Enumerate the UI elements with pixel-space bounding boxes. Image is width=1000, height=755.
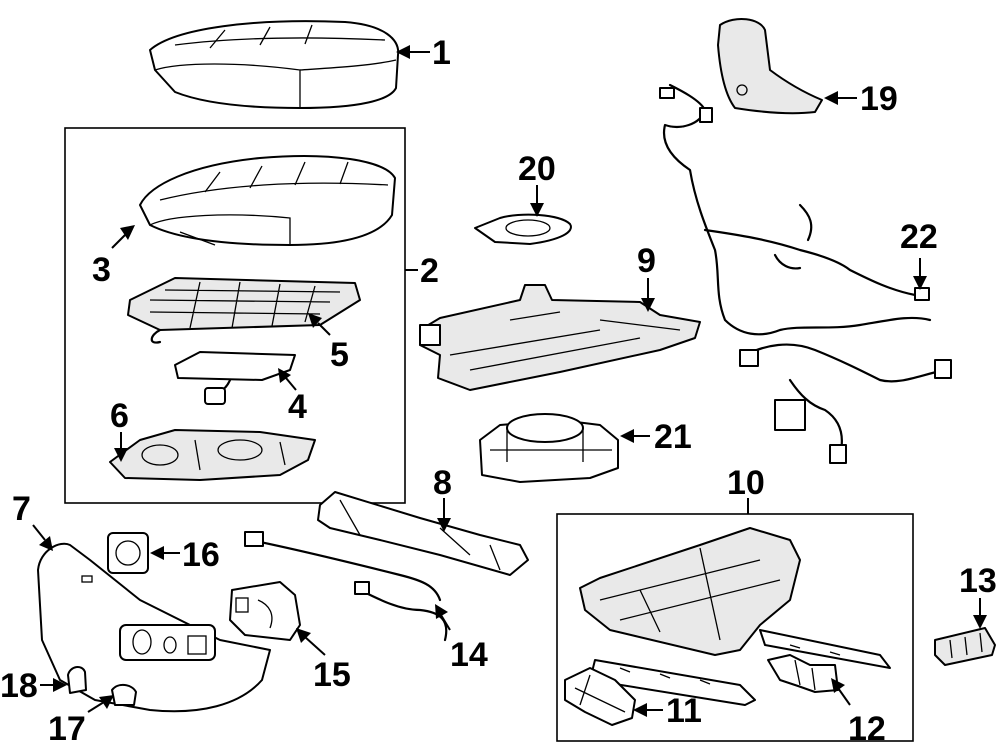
callout-9: 9 (637, 242, 656, 280)
callout-4: 4 (288, 388, 307, 426)
leader-lines (32, 45, 987, 717)
callout-5: 5 (330, 336, 349, 374)
part-22-wiring-harness (659, 83, 952, 464)
part-6-seat-pan (109, 429, 316, 481)
callout-14: 14 (450, 636, 488, 674)
callout-labels: 1 2 3 4 5 6 7 8 9 10 11 12 13 14 15 16 1… (0, 34, 997, 748)
part-13-switch (934, 627, 996, 666)
part-5-sensor-mat (127, 277, 361, 344)
callout-8: 8 (433, 464, 452, 502)
assembly-box-2 (64, 127, 406, 504)
callout-6: 6 (110, 397, 129, 435)
assembly-box-10 (556, 513, 914, 742)
callout-16: 16 (182, 536, 220, 574)
callout-20: 20 (518, 150, 556, 188)
part-11-motor (564, 667, 636, 726)
part-15-switch-assembly (229, 581, 301, 641)
part-18-knob (67, 666, 87, 694)
part-17-knob (111, 684, 137, 706)
callout-17: 17 (48, 710, 86, 748)
part-10-seat-adjuster (579, 527, 891, 706)
part-4-control-module (174, 351, 296, 405)
callout-2: 2 (420, 252, 439, 290)
part-14-cable (244, 531, 448, 642)
callout-15: 15 (313, 656, 351, 694)
part-9-track-bracket (419, 284, 701, 391)
part-16-switch (107, 532, 149, 574)
callout-10: 10 (727, 464, 765, 502)
part-3-seat-cushion-pad (139, 155, 396, 246)
part-20-ring (474, 213, 572, 245)
callout-7: 7 (12, 490, 31, 528)
part-8-side-rail (317, 491, 529, 576)
part-1-seat-cushion-cover (149, 20, 400, 109)
callout-3: 3 (92, 251, 111, 289)
callout-13: 13 (959, 562, 997, 600)
callout-22: 22 (900, 218, 938, 256)
part-12-motor (767, 654, 839, 693)
callout-19: 19 (860, 80, 898, 118)
callout-12: 12 (848, 710, 886, 748)
part-19-trim-cover (717, 18, 823, 115)
callout-1: 1 (432, 34, 451, 72)
callout-18: 18 (0, 667, 38, 705)
part-21-motor-housing (479, 413, 619, 483)
callout-21: 21 (654, 418, 692, 456)
part-7-side-shield (37, 542, 271, 713)
callout-11: 11 (666, 692, 702, 730)
